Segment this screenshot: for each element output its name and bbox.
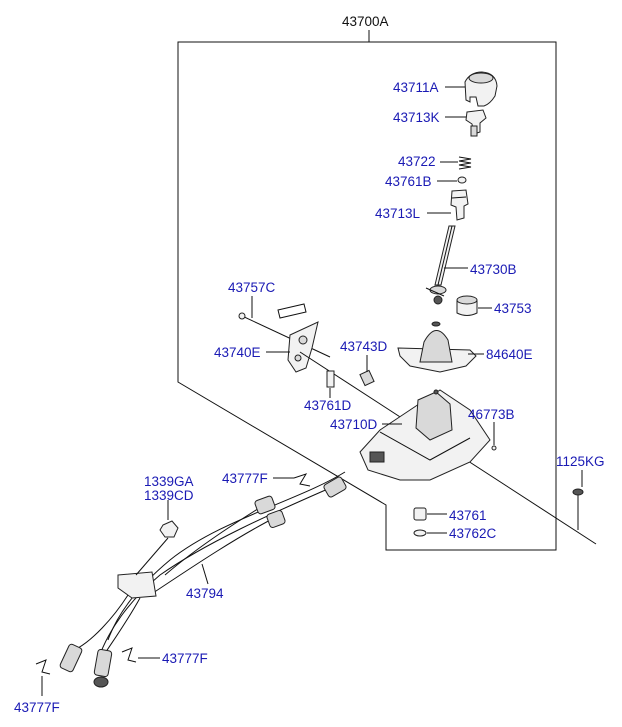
label-43762C: 43762C [449, 526, 497, 541]
cable-clip-bottom-part [35, 659, 51, 675]
label-43794: 43794 [186, 586, 224, 601]
label-43700A: 43700A [342, 14, 389, 29]
shift-cable-assembly-part [59, 471, 347, 688]
label-43777F-low: 43777F [162, 651, 208, 666]
label-43740E: 43740E [214, 345, 261, 360]
label-43711A: 43711A [393, 80, 439, 95]
label-43761: 43761 [449, 508, 487, 523]
bushing-part [456, 295, 478, 316]
cable-nut-part [159, 520, 179, 538]
shift-knob-part [464, 71, 498, 107]
label-43761B: 43761B [385, 174, 432, 189]
knob-adapter-part [465, 109, 487, 137]
label-43757C: 43757C [228, 280, 276, 295]
label-1125KG: 1125KG [556, 454, 605, 469]
label-43713L: 43713L [375, 206, 421, 221]
pin-part [238, 303, 331, 358]
label-43777F-bot: 43777F [14, 700, 60, 715]
label-43713K: 43713K [393, 110, 440, 125]
shifter-base-housing-part [359, 389, 497, 481]
grommet-part [413, 507, 427, 521]
label-1339GA: 1339GA [144, 474, 194, 489]
shift-lever-rod-part [425, 225, 456, 305]
leader-1339-cable [135, 537, 169, 576]
small-bushing-part [457, 176, 467, 184]
collar-part [359, 369, 375, 387]
shift-boot-part [397, 321, 477, 373]
cable-clip-mid-part [293, 473, 311, 487]
cable-clip-low-part [121, 647, 137, 663]
label-43743D: 43743D [340, 339, 388, 354]
label-1339CD: 1339CD [144, 488, 194, 503]
spring-part [458, 156, 472, 170]
spacer-part [326, 370, 335, 388]
label-43710D: 43710D [330, 417, 378, 432]
leader-43794 [201, 563, 209, 585]
label-43730B: 43730B [470, 262, 517, 277]
select-bracket-part [287, 321, 319, 373]
label-43722: 43722 [398, 154, 436, 169]
label-43761D: 43761D [304, 398, 352, 413]
assembly-boundary [177, 41, 557, 551]
bolt-part [572, 488, 584, 530]
washer-part [413, 529, 427, 537]
label-43753: 43753 [494, 301, 532, 316]
label-46773B: 46773B [468, 407, 515, 422]
label-84640E: 84640E [486, 347, 533, 362]
label-43777F-mid: 43777F [222, 471, 268, 486]
lever-sleeve-part [450, 189, 469, 221]
